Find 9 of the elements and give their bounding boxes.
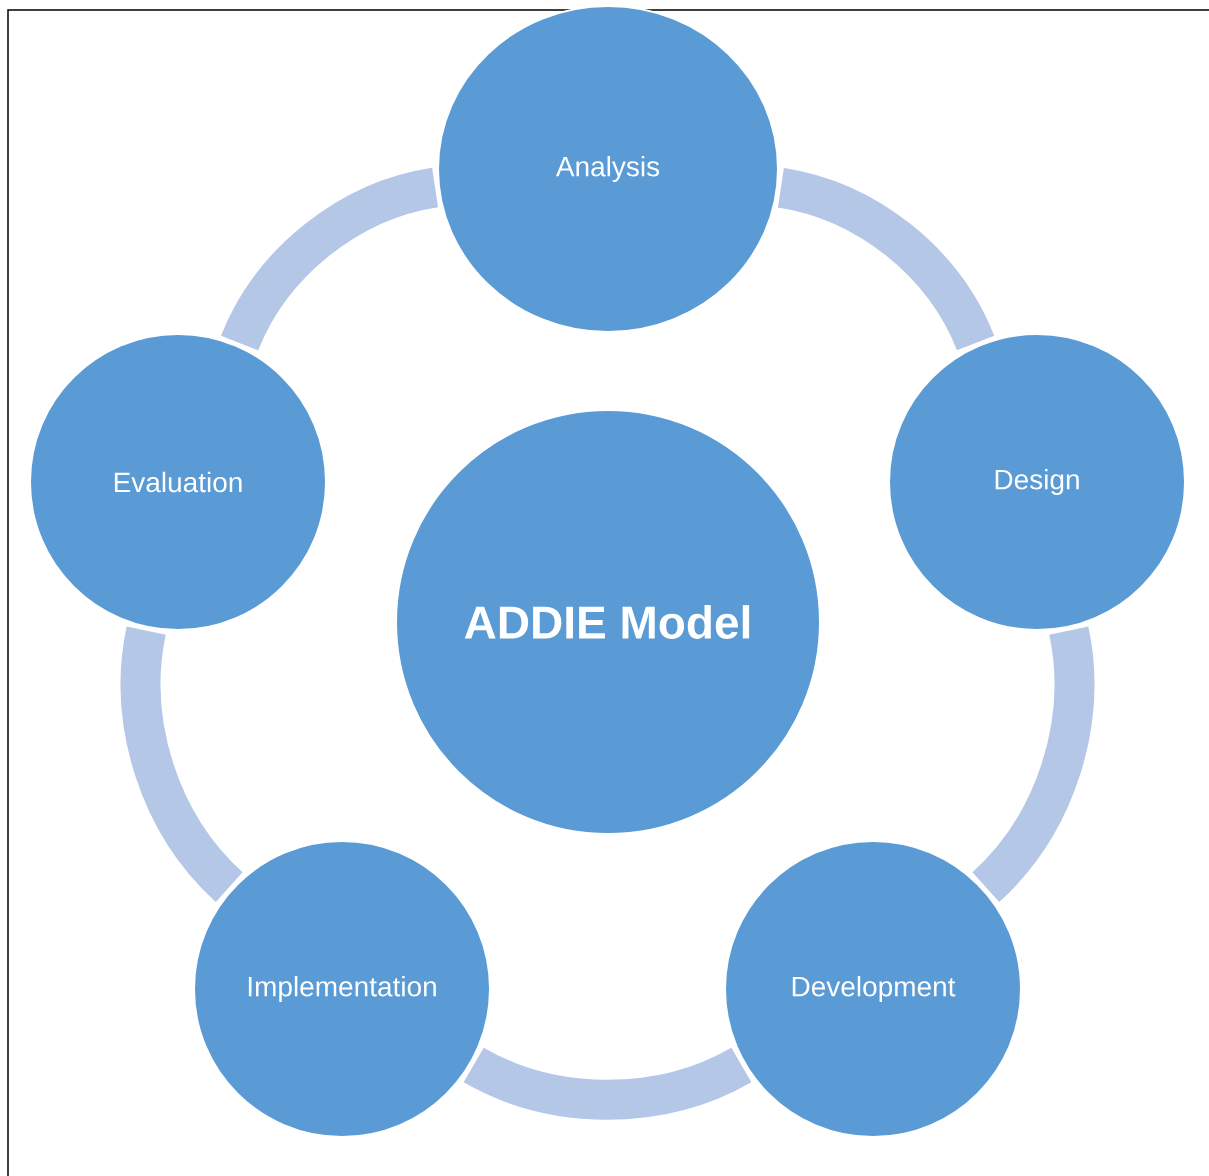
ring-arc [464, 1047, 751, 1120]
ring-arc [120, 627, 244, 902]
circle-node: Design [888, 333, 1186, 631]
ring-arc [971, 627, 1095, 902]
circle-node: Implementation [193, 840, 491, 1138]
circle-node: ADDIE Model [395, 409, 821, 835]
circle-node: Development [724, 840, 1022, 1138]
circle-node: Analysis [437, 5, 779, 333]
circle-node: Evaluation [29, 333, 327, 631]
